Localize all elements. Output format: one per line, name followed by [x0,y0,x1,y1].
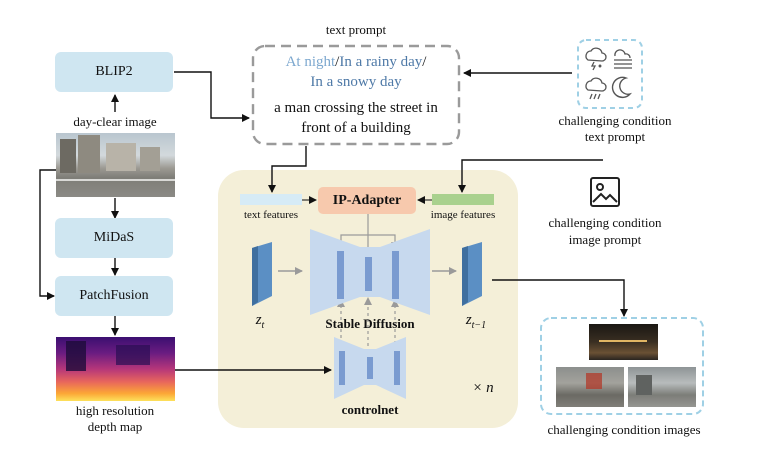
thunder-snow-icon [585,47,607,71]
output-image-snow [628,367,696,407]
challenging-images-label: challenging condition images [547,422,701,437]
text-prompt-title: text prompt [325,22,387,37]
text-prompt-frame [251,44,461,146]
blip2-label: BLIP2 [95,64,133,79]
latent-zt-1-label: zt−1 [465,312,487,331]
condition-snowy: In a snowy day [310,74,402,90]
unet-bar-left [337,251,344,299]
latent-zt-label: zt [255,312,265,331]
challenging-image-prompt-label-2: image prompt [568,232,642,247]
unet-bar-middle [365,257,372,291]
latent-zt-1 [462,242,482,306]
ip-adapter-box: IP-Adapter [318,187,416,214]
image-features-bar [432,194,494,205]
condition-at-night: At night [285,54,336,70]
controlnet-shape [334,337,406,399]
controlnet-label: controlnet [341,402,399,417]
depth-map-image [56,337,175,401]
blip2-box: BLIP2 [55,52,173,92]
output-images-frame [540,317,704,415]
image-icon [590,177,620,207]
times-n-label: × n [472,380,494,396]
text-prompt-body-1: a man crossing the street in [274,100,438,116]
stable-diffusion-label: Stable Diffusion [325,316,415,331]
text-prompt-body-2: front of a building [301,120,411,136]
text-features-bar [240,194,302,205]
separator: / [335,54,340,70]
fog-icon [614,49,632,69]
unet-bar-right [392,251,399,299]
ip-adapter-label: IP-Adapter [332,192,402,208]
midas-box: MiDaS [55,218,173,258]
latent-zt [252,242,272,306]
stable-diffusion-unet [310,229,430,315]
condition-rainy: In a rainy day [339,54,423,70]
text-prompt-conditions: At night/In a rainy day/ In a snowy day [256,52,456,92]
challenging-image-prompt-label-1: challenging condition [548,215,662,230]
weather-icons [585,47,633,100]
weather-icons-frame [577,39,643,109]
output-image-rain [556,367,624,407]
rain-icon [585,77,607,100]
challenging-text-prompt-label-1: challenging condition [558,113,672,128]
patchfusion-label: PatchFusion [79,288,149,303]
output-image-night [589,324,658,360]
midas-label: MiDaS [93,230,135,245]
moon-icon [611,76,633,99]
separator: / [422,54,427,70]
challenging-text-prompt-label-2: text prompt [584,129,646,144]
depth-map-label-2: depth map [87,419,143,434]
text-features-label: text features [243,209,299,221]
day-clear-image [56,133,175,197]
image-features-label: image features [430,209,496,221]
patchfusion-box: PatchFusion [55,276,173,316]
day-clear-image-label: day-clear image [73,114,157,129]
depth-map-label-1: high resolution [75,403,155,418]
